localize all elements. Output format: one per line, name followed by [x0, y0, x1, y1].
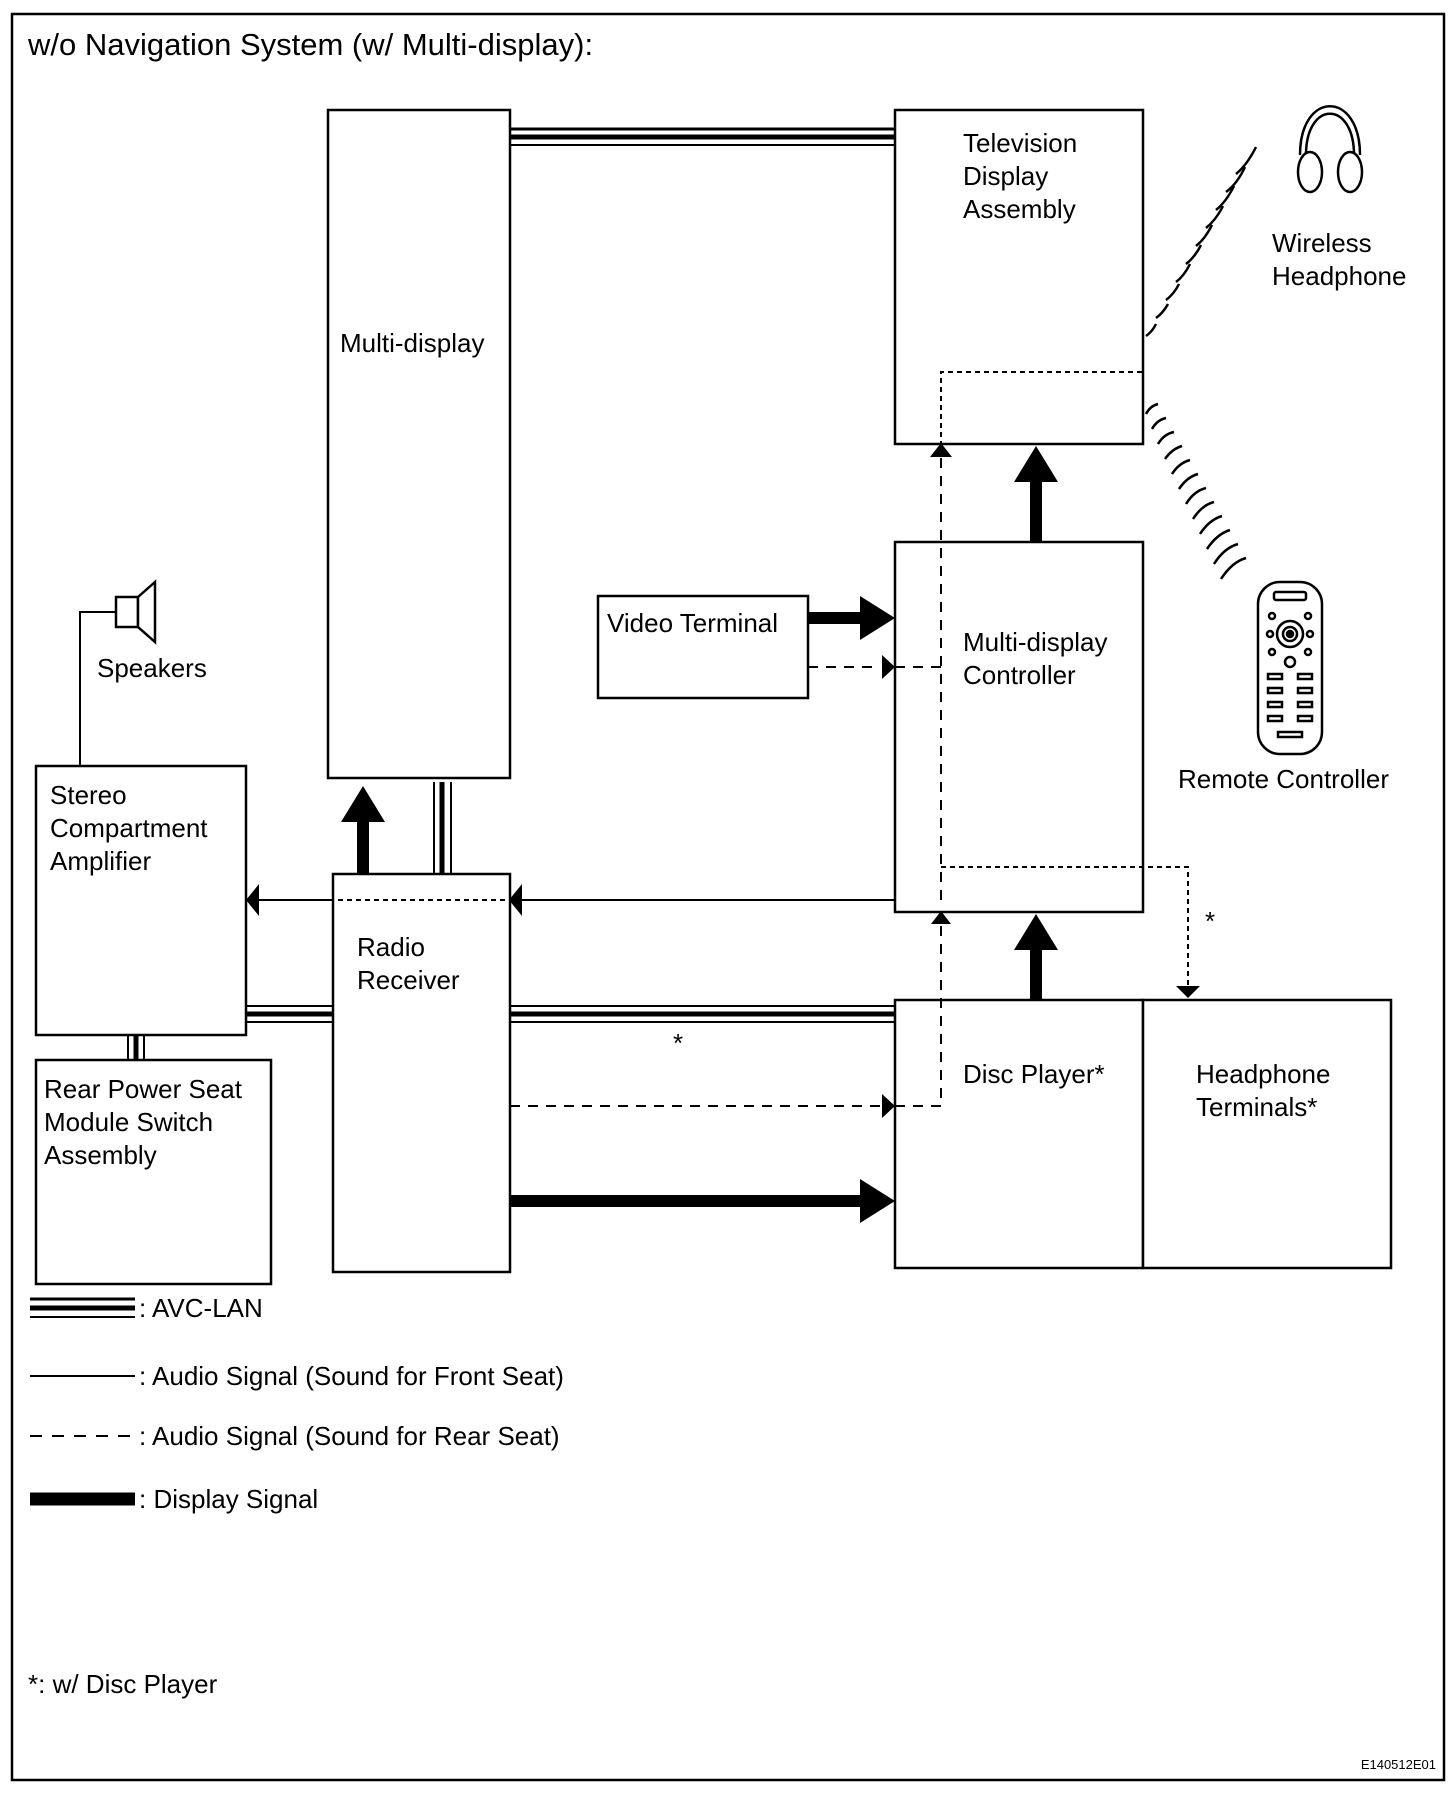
footnote: *: w/ Disc Player	[28, 1669, 218, 1699]
legend-label-solid: : Audio Signal (Sound for Front Seat)	[139, 1361, 564, 1391]
legend-swatch-avc-lan	[30, 1297, 135, 1318]
outer-frame	[10, 12, 1446, 1782]
multi-display-box	[326, 108, 512, 780]
avc-lan-amp-radio	[246, 1005, 333, 1023]
legend-label-avc-lan: : AVC-LAN	[139, 1293, 263, 1323]
legend: : AVC-LAN : Audio Signal (Sound for Fron…	[30, 1293, 564, 1514]
label-rear-seat-switch: Rear Power Seat Module Switch Assembly	[44, 1074, 249, 1170]
wireless-signal-remote-icon	[1144, 402, 1247, 580]
audio-front-arrowhead-amp	[246, 884, 259, 916]
rear-audio-arrowhead-controller-bottom	[931, 911, 951, 924]
avc-lan-radio-disc	[510, 1005, 895, 1023]
disc-player-box	[893, 998, 1145, 1270]
diagram-title: w/o Navigation System (w/ Multi-display)…	[27, 27, 593, 62]
wireless-signal-headphone-icon	[1145, 146, 1258, 338]
rear-audio-arrowhead-disc	[882, 1094, 895, 1118]
label-tv-display: Television Display Assembly	[963, 128, 1084, 224]
rear-audio-internal-disc-up	[895, 922, 942, 1107]
display-arrow-radio-to-disc	[510, 1179, 895, 1223]
tv-display-box	[893, 108, 1145, 446]
asterisk-avc-lan-disc: *	[673, 1028, 683, 1058]
label-video-terminal: Video Terminal	[607, 608, 778, 638]
rear-audio-arrowhead-headphone	[1176, 986, 1200, 998]
video-terminal-box	[596, 594, 810, 700]
display-arrow-disc-to-controller	[1014, 914, 1058, 1000]
headphone-icon	[1296, 105, 1364, 194]
label-wireless-headphone: Wireless Headphone	[1272, 228, 1406, 291]
label-headphone-terminals: Headphone Terminals*	[1196, 1059, 1338, 1122]
rear-audio-arrowhead-controller	[882, 655, 895, 679]
label-remote-controller: Remote Controller	[1178, 764, 1389, 794]
md-controller-box	[893, 540, 1145, 914]
stereo-amp-box	[34, 764, 248, 1037]
legend-label-thick: : Display Signal	[139, 1484, 318, 1514]
remote-controller-icon	[1256, 580, 1324, 756]
asterisk-headphone-route: *	[1205, 906, 1215, 936]
label-multi-display: Multi-display	[340, 328, 485, 358]
label-speakers: Speakers	[97, 653, 207, 683]
speaker-icon	[114, 579, 157, 645]
avc-lan-multidisplay-radio	[433, 782, 452, 874]
display-arrow-controller-to-tv	[1014, 446, 1058, 542]
rear-audio-controller-to-headphone	[941, 866, 1189, 986]
label-stereo-amp: Stereo Compartment Amplifier	[50, 780, 215, 876]
figure-code: E140512E01	[1361, 1757, 1436, 1772]
display-arrow-video-to-controller	[808, 596, 895, 640]
rear-audio-internal-tv	[940, 371, 1143, 455]
avc-lan-multidisplay-tv	[510, 127, 895, 146]
rear-seat-switch-box	[34, 1058, 273, 1286]
label-disc-player: Disc Player*	[963, 1059, 1105, 1089]
avc-lan-amp-seat	[127, 1035, 145, 1060]
audio-front-arrowhead-radio	[509, 884, 522, 916]
label-md-controller: Multi-display Controller	[963, 627, 1115, 690]
radio-receiver-box	[331, 872, 512, 1274]
label-radio-receiver: Radio Receiver	[357, 932, 460, 995]
speaker-wire	[79, 611, 116, 765]
headphone-terminals-box	[1141, 998, 1393, 1270]
legend-label-dashed: : Audio Signal (Sound for Rear Seat)	[139, 1421, 560, 1451]
display-arrow-radio-to-multidisplay	[341, 786, 385, 874]
